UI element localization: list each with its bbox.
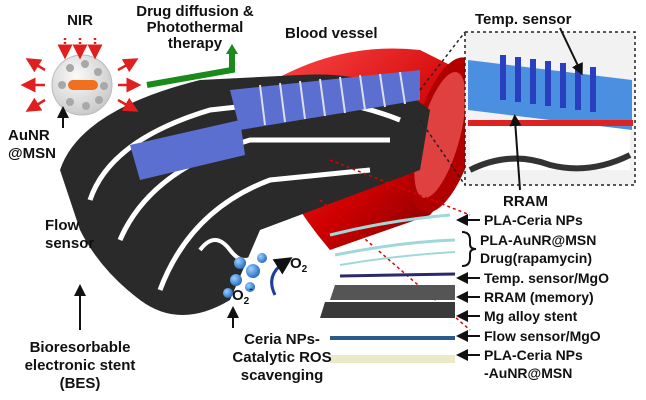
label-ceria-1: Ceria NPs- (244, 331, 320, 348)
label-ceria-3: scavenging (241, 367, 324, 384)
layer-label: PLA-Ceria NPs (484, 347, 583, 363)
label-aunr-1: AuNR (8, 127, 50, 144)
layer-label: -AuNR@MSN (484, 365, 572, 381)
label-superoxide: O2- (232, 284, 253, 307)
therapy-arrow (146, 52, 235, 88)
layer-label: PLA-AuNR@MSN (480, 232, 596, 248)
stent (60, 70, 430, 315)
aunr-msn-nanoparticle (51, 54, 113, 116)
label-flow-1: Flow (45, 217, 79, 234)
nir-arrows (20, 38, 142, 112)
layer-label: Drug(rapamycin) (480, 250, 592, 266)
layer-label: PLA-Ceria NPs (484, 212, 583, 228)
label-blood-vessel: Blood vessel (285, 25, 378, 42)
label-bes-1: Bioresorbable (30, 339, 131, 356)
layer-label: RRAM (memory) (484, 289, 594, 305)
layer-label: Mg alloy stent (484, 308, 578, 324)
layer-label: Temp. sensor/MgO (484, 270, 609, 286)
label-nir: NIR (67, 12, 93, 29)
label-drug-1: Drug diffusion & (136, 3, 254, 20)
brace (461, 231, 477, 267)
inset-sensor-rram (464, 31, 636, 186)
label-ceria-2: Catalytic ROS (232, 349, 331, 366)
label-aunr-2: @MSN (8, 145, 56, 162)
ceria-nanoparticles (223, 253, 267, 298)
layer-legend: PLA-Ceria NPs PLA-AuNR@MSN Drug(rapamyci… (480, 212, 609, 381)
zoom-guides (319, 31, 471, 331)
gold-nanorod (68, 80, 98, 90)
layer-label: Flow sensor/MgO (484, 328, 601, 344)
layer-stack (320, 213, 456, 363)
label-drug-3: therapy (168, 35, 223, 52)
label-flow-2: sensor (45, 235, 94, 252)
ros-cycle-arrow (270, 257, 293, 296)
label-rram: RRAM (503, 193, 548, 210)
sensor-array (230, 70, 420, 130)
label-o2: O2 (290, 255, 308, 275)
label-bes-2: electronic stent (25, 357, 136, 374)
pointer-arrows (57, 27, 583, 361)
label-temp-sensor: Temp. sensor (475, 11, 572, 28)
label-drug-2: Photothermal (147, 19, 244, 36)
label-bes-3: (BES) (60, 375, 101, 392)
